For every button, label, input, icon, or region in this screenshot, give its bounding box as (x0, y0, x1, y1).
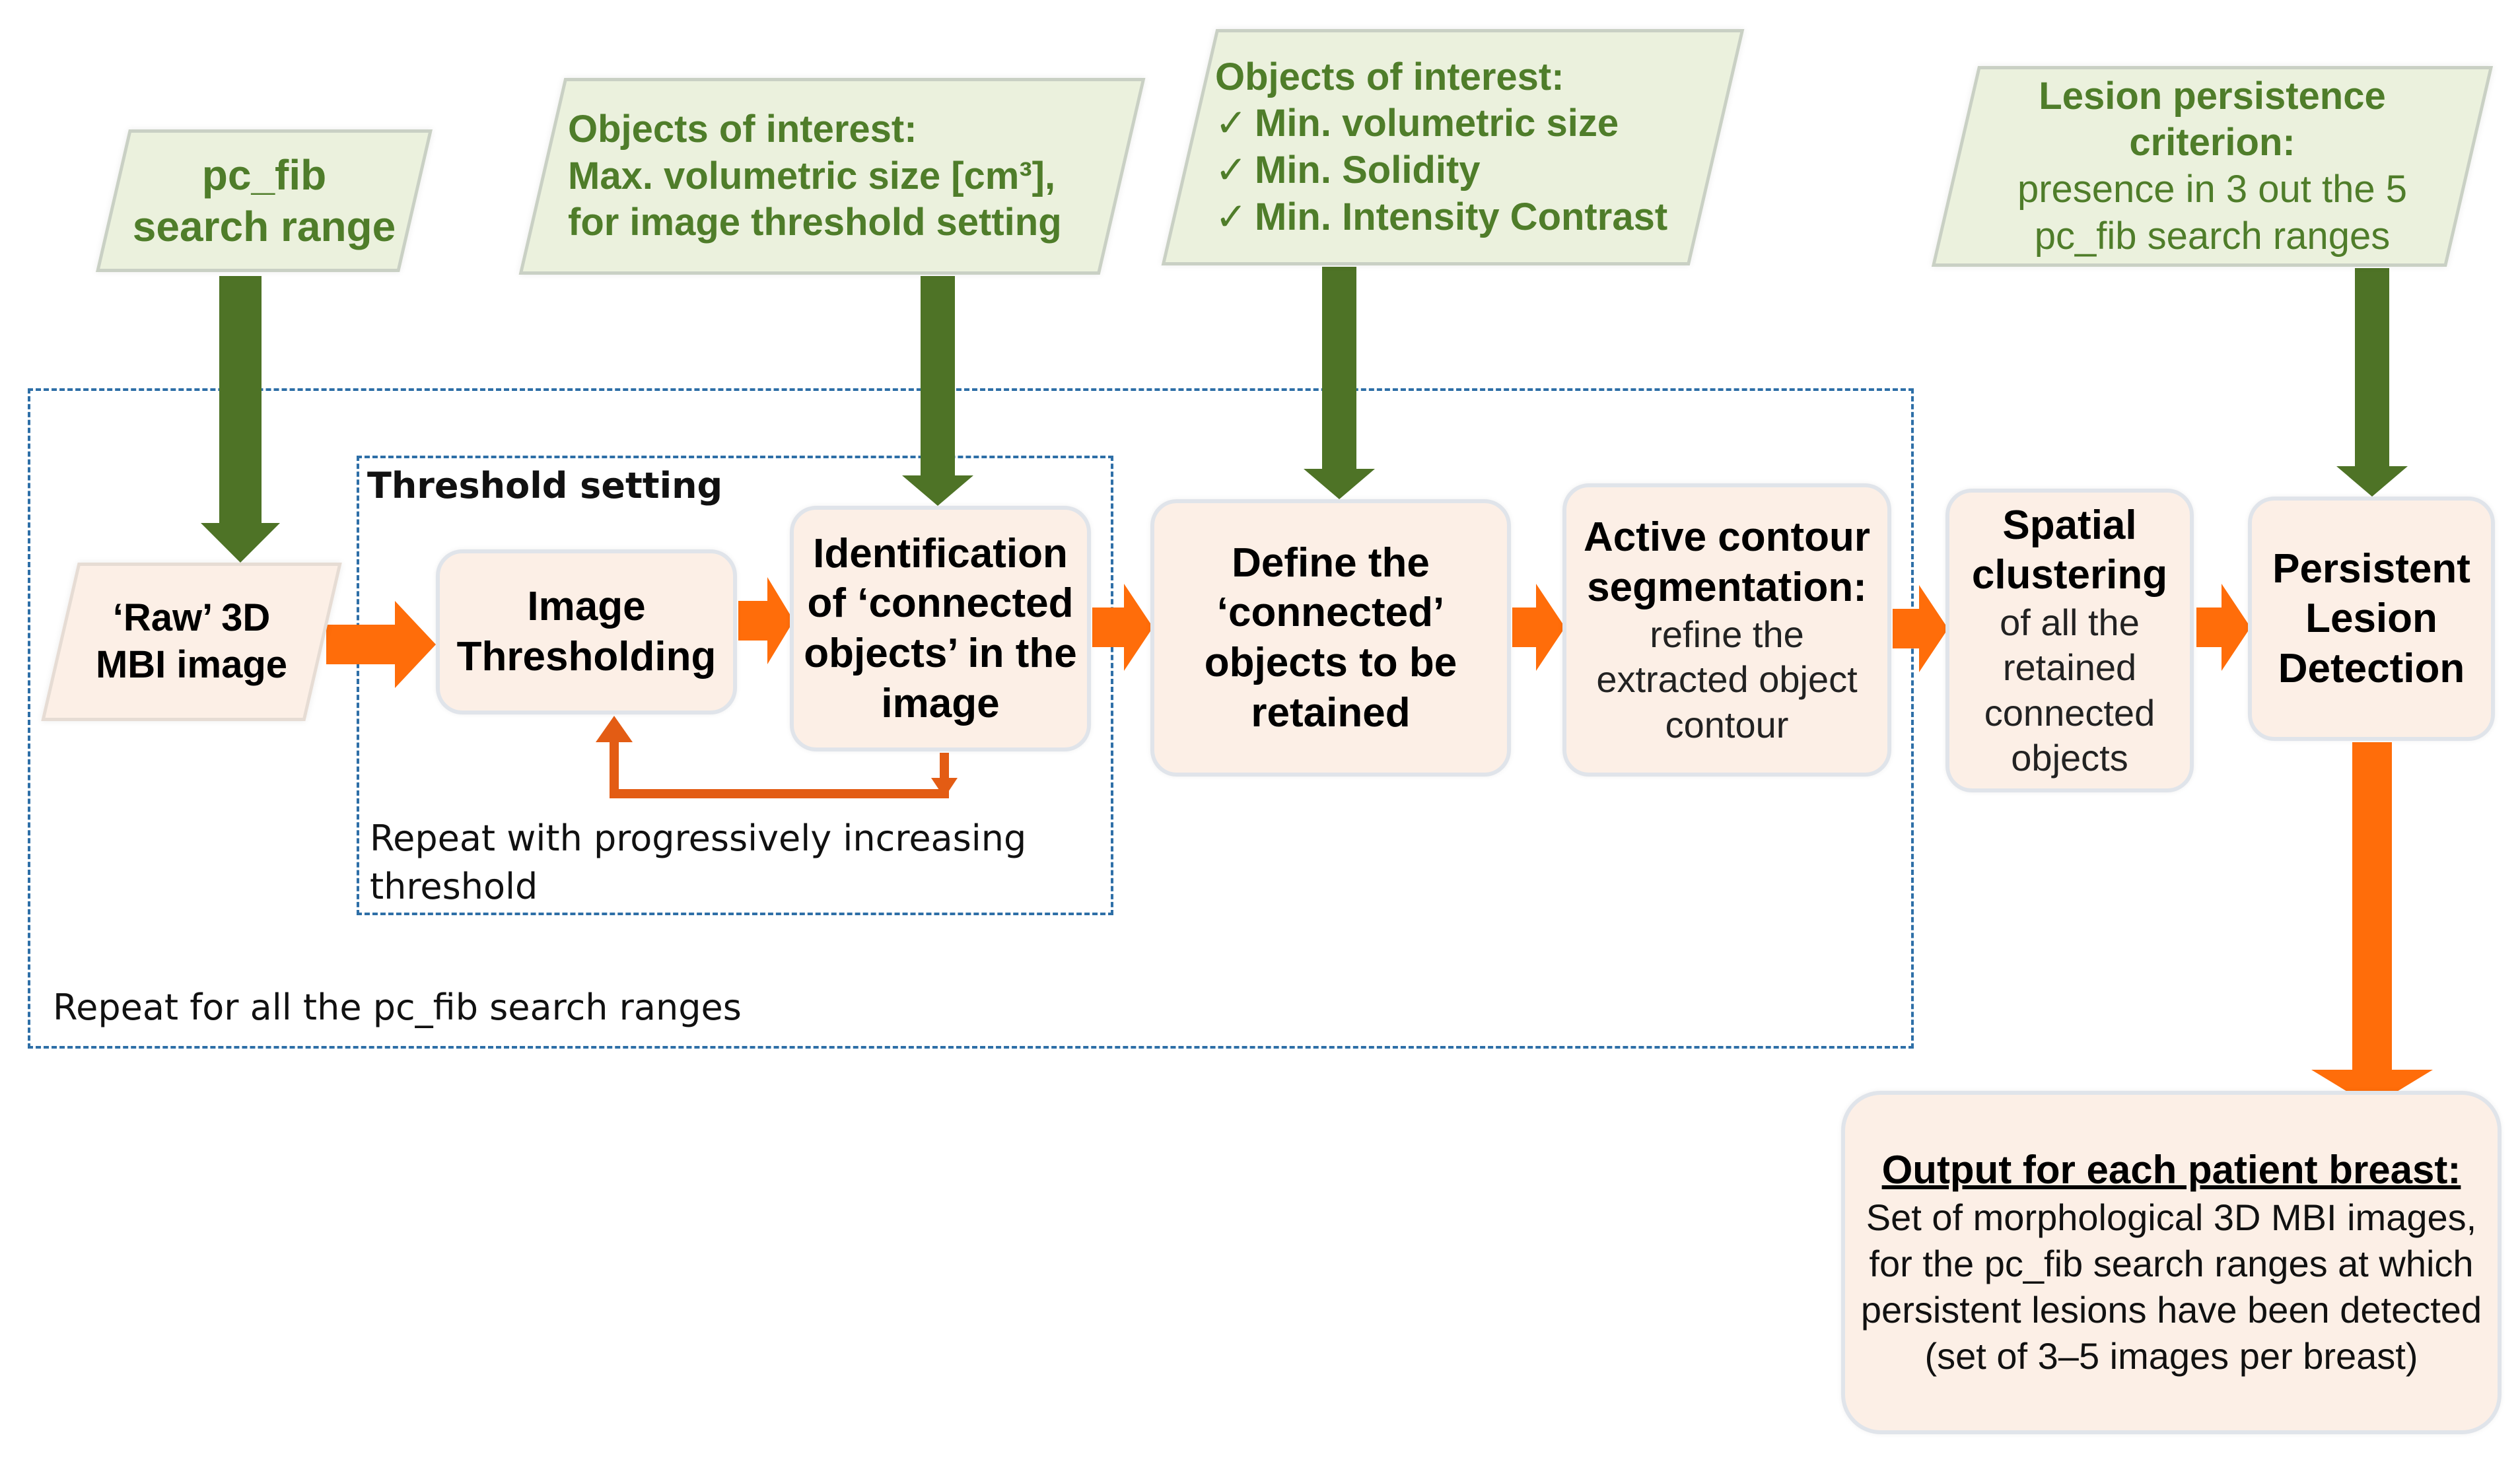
threshold-setting-title: Threshold setting (367, 465, 723, 506)
feedback-loop-arrowhead (596, 716, 633, 742)
criterion-item-1: ✓ Min. volumetric size (1215, 100, 1619, 147)
feedback-loop-start-tip (931, 778, 958, 798)
persistence-line-2: pc_fib search ranges (2034, 214, 2391, 258)
active-contour-line-1: Active contour (1583, 514, 1871, 560)
active-contour-step: Active contour segmentation: refine the … (1562, 483, 1891, 777)
output-line-2: for the pc_fib search ranges at which (1869, 1242, 2474, 1284)
thresholding-line-2: Thresholding (456, 634, 717, 679)
spatial-line-3: of all the (2000, 602, 2140, 643)
criterion-label-1: Min. volumetric size (1255, 102, 1619, 145)
check-icon: ✓ (1215, 195, 1247, 238)
outer-repeat-frame (28, 388, 1914, 1049)
input-arrow-persistence (2336, 268, 2408, 497)
identification-line-4: image (881, 680, 1000, 726)
spatial-clustering-step: Spatial clustering of all the retained c… (1945, 489, 2194, 792)
flow-arrow-thresholding-to-identification (738, 577, 794, 664)
persistent-line-2: Lesion (2305, 596, 2437, 642)
flow-arrow-define-to-contour (1512, 584, 1565, 671)
active-contour-line-4: extracted object (1596, 658, 1858, 701)
active-contour-line-5: contour (1665, 703, 1789, 746)
objects-size-line-2: for image threshold setting (568, 201, 1062, 244)
check-icon: ✓ (1215, 149, 1247, 191)
raw-image-line-2: MBI image (95, 643, 288, 686)
threshold-setting-frame (357, 456, 1113, 915)
persistence-title-2: criterion: (2129, 121, 2295, 164)
objects-size-title: Objects of interest: (568, 107, 917, 151)
identification-line-3: objects’ in the (804, 631, 1077, 676)
persistence-title-1: Lesion persistence (2039, 74, 2386, 118)
define-line-3: objects to be (1204, 640, 1457, 685)
criterion-item-3: ✓ Min. Intensity Contrast (1215, 194, 1667, 241)
output-title: Output for each patient breast: (1881, 1148, 2461, 1193)
outer-repeat-label: Repeat for all the pc_fib search ranges (53, 987, 742, 1028)
objects-size-line-1: Max. volumetric size [cm³], (568, 154, 1056, 197)
criterion-item-2: ✓ Min. Solidity (1215, 147, 1481, 194)
lesion-persistence-input: Lesion persistence criterion: presence i… (1931, 66, 2494, 267)
threshold-repeat-line-1: Repeat with progressively increasing (370, 817, 1027, 859)
image-thresholding-step: Image Thresholding (436, 549, 737, 714)
objects-criteria-title: Objects of interest: (1215, 55, 1564, 98)
persistent-line-1: Persistent (2272, 545, 2470, 592)
output-box: Output for each patient breast: Set of m… (1841, 1091, 2502, 1434)
criterion-label-2: Min. Solidity (1255, 149, 1481, 191)
objects-size-input: Objects of interest: Max. volumetric siz… (518, 78, 1146, 275)
flow-arrow-persistent-to-output (2311, 742, 2433, 1107)
input-arrow-objects-size (902, 276, 973, 506)
raw-image-input: ‘Raw’ 3D MBI image (41, 563, 342, 721)
raw-image-text: ‘Raw’ 3D MBI image (59, 563, 324, 721)
spatial-line-4: retained (2002, 646, 2137, 689)
active-contour-line-2: segmentation: (1587, 564, 1867, 610)
persistent-lesion-step: Persistent Lesion Detection (2248, 497, 2495, 741)
threshold-repeat-line-2: threshold (370, 865, 538, 907)
pc-fib-search-range-input: pc_fib search range (96, 129, 433, 272)
active-contour-line-3: refine the (1650, 613, 1804, 656)
flow-arrow-contour-to-spatial (1893, 585, 1948, 672)
define-line-2: ‘connected’ (1216, 590, 1445, 636)
raw-image-line-1: ‘Raw’ 3D (112, 596, 271, 640)
spatial-line-2: clustering (1971, 552, 2168, 598)
identification-line-2: of ‘connected (807, 580, 1074, 627)
objects-size-text: Objects of interest: Max. volumetric siz… (542, 78, 1123, 275)
input-arrow-pc-fib (201, 276, 280, 563)
flow-arrow-identification-to-define (1092, 584, 1153, 671)
output-line-3: persistent lesions have been detected (1860, 1288, 2482, 1331)
identification-step: Identification of ‘connected objects’ in… (790, 506, 1091, 751)
spatial-line-1: Spatial (2002, 502, 2137, 548)
define-retained-step: Define the ‘connected’ objects to be ret… (1150, 499, 1511, 777)
output-line-1: Set of morphological 3D MBI images, (1866, 1196, 2477, 1238)
identification-line-1: Identification (813, 530, 1068, 576)
check-icon: ✓ (1215, 102, 1247, 145)
objects-criteria-text: Objects of interest: ✓ Min. volumetric s… (1189, 29, 1717, 265)
input-arrow-objects-criteria (1304, 267, 1375, 499)
feedback-loop-line (610, 733, 949, 798)
define-line-4: retained (1251, 689, 1411, 736)
flow-arrow-spatial-to-persistent (2196, 584, 2251, 671)
flow-arrow-raw-to-thresholding (326, 601, 436, 688)
spatial-line-5: connected (1984, 691, 2155, 734)
output-line-4: (set of 3–5 images per breast) (1924, 1335, 2418, 1377)
pc-fib-label: pc_fib search range (132, 151, 396, 250)
thresholding-line-1: Image (527, 584, 646, 630)
criterion-label-3: Min. Intensity Contrast (1255, 195, 1668, 238)
threshold-repeat-label: Repeat with progressively increasing thr… (370, 815, 1026, 911)
pc-fib-text: pc_fib search range (112, 129, 416, 272)
objects-criteria-input: Objects of interest: ✓ Min. volumetric s… (1161, 29, 1745, 265)
persistence-line-1: presence in 3 out the 5 (2017, 168, 2408, 211)
lesion-persistence-text: Lesion persistence criterion: presence i… (1955, 66, 2470, 267)
spatial-line-6: objects (2011, 736, 2128, 779)
persistent-line-3: Detection (2278, 645, 2465, 691)
define-line-1: Define the (1232, 539, 1430, 586)
